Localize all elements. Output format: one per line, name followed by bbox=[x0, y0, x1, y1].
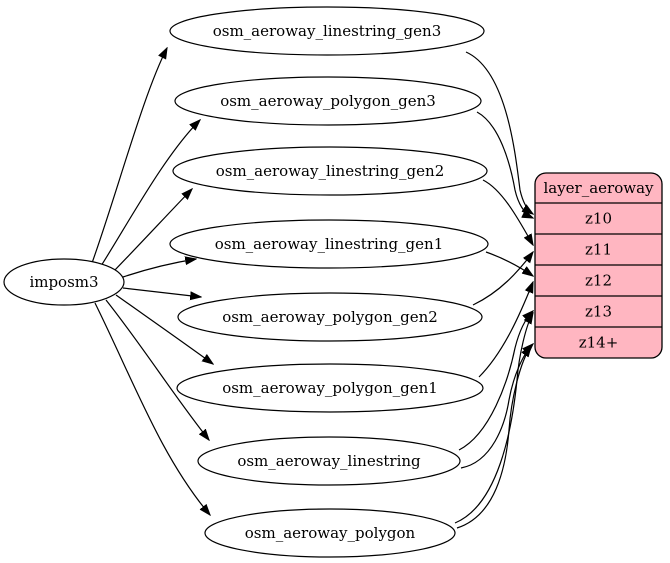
layer-row-label-z12: z12 bbox=[585, 272, 612, 290]
node-osm_aeroway_linestring: osm_aeroway_linestring bbox=[197, 436, 461, 486]
node-osm_aeroway_linestring_gen2: osm_aeroway_linestring_gen2 bbox=[172, 146, 488, 196]
node-label: osm_aeroway_linestring_gen1 bbox=[215, 235, 444, 253]
node-label: osm_aeroway_polygon bbox=[245, 524, 416, 542]
edge-imposm3-to-osm_aeroway_polygon_gen3 bbox=[100, 120, 200, 267]
node-ellipse bbox=[197, 436, 461, 486]
edge-imposm3-to-osm_aeroway_linestring bbox=[105, 299, 209, 440]
edge-osm_aeroway_linestring_gen2-to-z11 bbox=[482, 179, 533, 245]
layer-row-label-z10: z10 bbox=[585, 210, 612, 228]
edge-osm_aeroway_linestring-to-z14+ bbox=[460, 344, 533, 469]
edge-imposm3-to-osm_aeroway_polygon_gen2 bbox=[122, 287, 201, 297]
node-ellipse bbox=[3, 258, 125, 306]
edge-imposm3-to-osm_aeroway_linestring_gen3 bbox=[91, 48, 167, 264]
node-label: osm_aeroway_polygon_gen1 bbox=[222, 379, 438, 397]
node-ellipse bbox=[204, 508, 456, 558]
edges-layer bbox=[91, 48, 533, 529]
node-label: osm_aeroway_polygon_gen2 bbox=[222, 308, 438, 326]
node-label: osm_aeroway_linestring bbox=[237, 452, 421, 470]
nodes-layer: imposm3 osm_aeroway_linestring_gen3 osm_ae… bbox=[3, 6, 663, 558]
edge-osm_aeroway_polygon_gen3-to-z10 bbox=[476, 111, 533, 218]
layer-node-title: layer_aeroway bbox=[543, 179, 654, 197]
node-osm_aeroway_polygon: osm_aeroway_polygon bbox=[204, 508, 456, 558]
edge-imposm3-to-osm_aeroway_polygon_gen1 bbox=[115, 294, 213, 364]
edge-osm_aeroway_polygon-to-z13 bbox=[454, 313, 533, 524]
node-ellipse bbox=[174, 76, 482, 126]
node-ellipse bbox=[172, 146, 488, 196]
node-ellipse bbox=[169, 219, 489, 269]
node-label: imposm3 bbox=[29, 273, 98, 291]
edge-osm_aeroway_polygon_gen2-to-z11 bbox=[472, 252, 533, 306]
edge-osm_aeroway_polygon-to-z14+ bbox=[456, 346, 531, 529]
node-label: osm_aeroway_linestring_gen3 bbox=[213, 22, 442, 40]
node-label: osm_aeroway_polygon_gen3 bbox=[220, 92, 436, 110]
node-layer_aeroway: layer_aeroway z10 z11 z12 z13 z14+ bbox=[534, 172, 663, 359]
node-osm_aeroway_linestring_gen3: osm_aeroway_linestring_gen3 bbox=[169, 6, 485, 56]
layer-row-label-z13: z13 bbox=[585, 303, 612, 321]
node-ellipse bbox=[176, 363, 484, 413]
node-label: osm_aeroway_linestring_gen2 bbox=[216, 162, 445, 180]
node-osm_aeroway_polygon_gen3: osm_aeroway_polygon_gen3 bbox=[174, 76, 482, 126]
node-osm_aeroway_polygon_gen1: osm_aeroway_polygon_gen1 bbox=[176, 363, 484, 413]
node-ellipse bbox=[177, 292, 483, 342]
node-imposm3: imposm3 bbox=[3, 258, 125, 306]
node-ellipse bbox=[169, 6, 485, 56]
node-osm_aeroway_polygon_gen2: osm_aeroway_polygon_gen2 bbox=[177, 292, 483, 342]
edge-imposm3-to-osm_aeroway_polygon bbox=[94, 302, 210, 515]
layer-row-label-z14+: z14+ bbox=[579, 334, 619, 352]
node-osm_aeroway_linestring_gen1: osm_aeroway_linestring_gen1 bbox=[169, 219, 489, 269]
edge-osm_aeroway_linestring_gen1-to-z12 bbox=[485, 251, 533, 276]
layer-row-label-z11: z11 bbox=[585, 241, 612, 259]
edge-imposm3-to-osm_aeroway_linestring_gen2 bbox=[113, 189, 192, 272]
edge-osm_aeroway_linestring_gen3-to-z10 bbox=[465, 51, 533, 214]
edge-osm_aeroway_polygon_gen1-to-z12 bbox=[478, 282, 533, 378]
edge-imposm3-to-osm_aeroway_linestring_gen1 bbox=[122, 259, 196, 278]
